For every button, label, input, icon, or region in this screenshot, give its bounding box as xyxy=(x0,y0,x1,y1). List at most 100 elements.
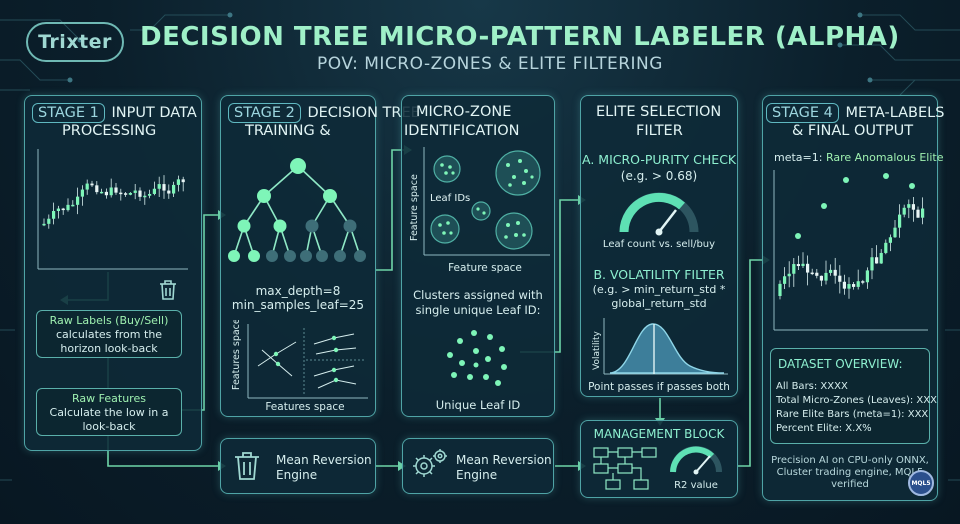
candle-body xyxy=(56,208,60,212)
page-subtitle: POV: MICRO-ZONES & ELITE FILTERING xyxy=(317,54,663,74)
stage4-heading: STAGE 4 META-LABELS xyxy=(766,103,944,123)
candle-body xyxy=(71,204,75,207)
candle-body xyxy=(902,207,906,215)
raw-labels-title: Raw Labels (Buy/Sell) xyxy=(49,314,169,327)
stage1-heading: STAGE 1 INPUT DATA xyxy=(32,103,197,123)
raw-features-line1: Calculate the low in a xyxy=(49,406,169,419)
elite-point xyxy=(795,233,801,239)
candle-body xyxy=(783,276,787,284)
split-plot-xlabel: Features space xyxy=(265,401,345,413)
candle-body xyxy=(95,185,99,193)
candle-body xyxy=(824,272,828,281)
candle-body xyxy=(833,269,837,276)
candle-body xyxy=(810,272,814,275)
candle-body xyxy=(911,204,915,210)
mql5-badge: MQL5 xyxy=(908,470,934,496)
engine1-panel xyxy=(220,438,376,494)
candle-body xyxy=(861,281,865,283)
microzone-cluster-plot: Feature space Leaf IDs xyxy=(409,147,550,256)
candle-body xyxy=(806,263,810,273)
dataset-overview-box xyxy=(770,348,930,444)
candle-body xyxy=(90,183,94,186)
badge-text: MQL5 xyxy=(911,479,931,487)
candle-body xyxy=(787,273,791,277)
clusters-line2: single unique Leaf ID: xyxy=(415,303,541,317)
candle-body xyxy=(801,263,805,267)
candle-body xyxy=(893,227,897,238)
candle-body xyxy=(838,275,842,282)
stage2-title-2: TRAINING & xyxy=(245,123,331,139)
elite-point xyxy=(821,203,827,209)
stage4-candles xyxy=(778,173,925,300)
candle-body xyxy=(870,257,874,271)
tree-param-depth: max_depth=8 xyxy=(255,284,341,298)
r2-label: R2 value xyxy=(674,480,718,491)
decision-tree-diagram xyxy=(228,158,366,262)
candle-body xyxy=(842,281,846,289)
stage1-title-1: INPUT DATA xyxy=(111,105,197,121)
raw-features-box xyxy=(36,388,182,436)
stage4-title-2: & FINAL OUTPUT xyxy=(792,123,914,139)
candle-body xyxy=(100,191,104,194)
candle-body xyxy=(47,218,51,224)
candle-body xyxy=(162,184,166,191)
candle-body xyxy=(819,275,823,281)
candle-body xyxy=(176,179,180,185)
feature-split-plot: Features space xyxy=(231,320,368,399)
candle-body xyxy=(856,281,860,287)
candle-body xyxy=(875,257,879,264)
footer-line2: Cluster trading engine, MQL5 xyxy=(776,467,924,478)
elite-title-1: ELITE SELECTION xyxy=(596,104,722,120)
elite-title-2: FILTER xyxy=(636,123,683,139)
overview-item: Total Micro-Zones (Leaves): XXX xyxy=(776,395,937,406)
raw-labels-box xyxy=(36,310,182,358)
footer-line1: Precision AI on CPU-only ONNX, xyxy=(771,455,929,466)
candle-body xyxy=(104,191,108,196)
candle-body xyxy=(829,269,833,273)
microzone-ylabel: Feature space xyxy=(409,174,420,241)
overview-title: DATASET OVERVIEW: xyxy=(778,357,903,371)
candle-body xyxy=(61,208,65,211)
candle-body xyxy=(66,204,70,211)
gear-icon xyxy=(413,449,447,477)
meta-prefix: meta=1: xyxy=(774,151,823,164)
candle-body xyxy=(138,190,142,197)
stage2-tag: STAGE 2 xyxy=(228,103,301,123)
unique-leaf-label: Unique Leaf ID xyxy=(435,398,521,412)
leaf-ids-label: Leaf IDs xyxy=(430,193,470,204)
candle-body xyxy=(796,264,800,267)
overview-item: All Bars: XXXX xyxy=(776,381,848,392)
candle-body xyxy=(921,208,925,218)
page-title: DECISION TREE MICRO-PATTERN LABELER (ALP… xyxy=(140,22,900,52)
candle-body xyxy=(157,184,161,189)
footer-line3: verified xyxy=(831,479,869,490)
stage1-tag: STAGE 1 xyxy=(32,103,105,123)
logo-text: Trixter xyxy=(38,31,112,53)
tree-param-leaf: min_samples_leaf=25 xyxy=(231,298,365,312)
engine1-line1: Mean Reversion xyxy=(276,453,372,467)
candle-body xyxy=(152,188,156,194)
r2-gauge xyxy=(670,446,722,475)
candle-body xyxy=(109,187,113,196)
candle-body xyxy=(916,209,920,218)
raw-labels-line2: horizon look-back xyxy=(60,342,158,355)
purity-line1: A. MICRO-PURITY CHECK xyxy=(582,152,737,167)
volatility-caption: Point passes if passes both xyxy=(588,381,730,393)
overview-item: Percent Elite: X.X% xyxy=(776,423,872,434)
candle-body xyxy=(42,223,46,226)
candle-body xyxy=(80,189,84,197)
trash-icon xyxy=(160,280,176,300)
elite-point xyxy=(843,177,849,183)
candle-body xyxy=(884,242,888,253)
volatility-line1: B. VOLATILITY FILTER xyxy=(593,267,725,282)
candle-body xyxy=(181,179,185,183)
stage4-title-1: META-LABELS xyxy=(845,105,945,121)
purity-line2: (e.g. > 0.68) xyxy=(620,169,698,183)
candle-body xyxy=(119,192,123,195)
raw-features-line2: look-back xyxy=(82,420,136,433)
gauge-caption: Leaf count vs. sell/buy xyxy=(602,239,716,250)
candle-body xyxy=(124,193,128,195)
candle-body xyxy=(128,192,132,195)
candle-body xyxy=(888,237,892,243)
overview-item: Rare Elite Bars (meta=1): XXX xyxy=(776,409,929,420)
